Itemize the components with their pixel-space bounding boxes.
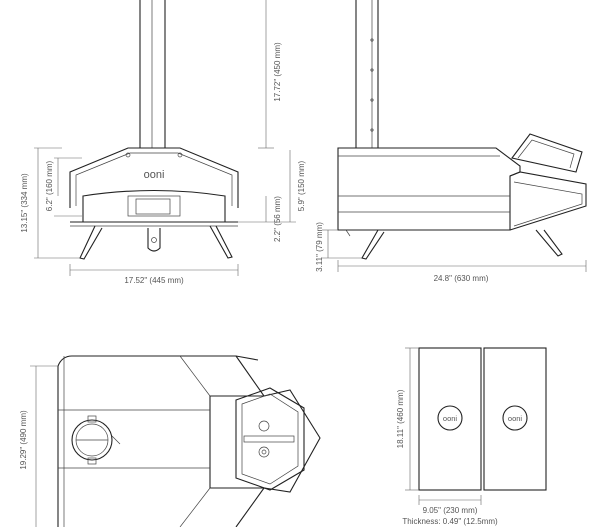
- top-length-label: 19.29" (490 mm): [19, 410, 28, 470]
- stone-thickness-label: Thickness: 0.49" (12.5mm): [402, 517, 498, 526]
- stone-logo-left: ooni: [443, 414, 458, 423]
- front-height-label: 13.15" (334 mm): [20, 173, 29, 233]
- side-dimension-lines: [322, 229, 587, 272]
- stone-dimension-lines: [405, 347, 482, 505]
- mouth-height-label: 6.2" (160 mm): [45, 160, 54, 211]
- front-logo: ooni: [144, 169, 165, 181]
- stone-length-label: 18.11" (460 mm): [396, 389, 405, 448]
- side-length-label: 24.8" (630 mm): [434, 274, 489, 283]
- front-dimension-lines: [34, 0, 296, 276]
- side-height-label: 5.9" (150 mm): [297, 160, 306, 211]
- top-view: [57, 355, 321, 527]
- side-view: [337, 0, 587, 260]
- leg-height-label: 3.11" (79 mm): [315, 222, 324, 272]
- stone-gap-label: 2.2" (56 mm): [273, 196, 282, 242]
- top-dimension-lines: [30, 365, 58, 527]
- front-width-label: 17.52" (445 mm): [124, 276, 184, 285]
- front-view: [69, 0, 239, 260]
- stone-width-label: 9.05" (230 mm): [423, 506, 478, 515]
- stone-view: [418, 347, 547, 491]
- chimney-height-label: 17.72" (450 mm): [273, 42, 282, 102]
- stone-logo-right: ooni: [508, 414, 523, 423]
